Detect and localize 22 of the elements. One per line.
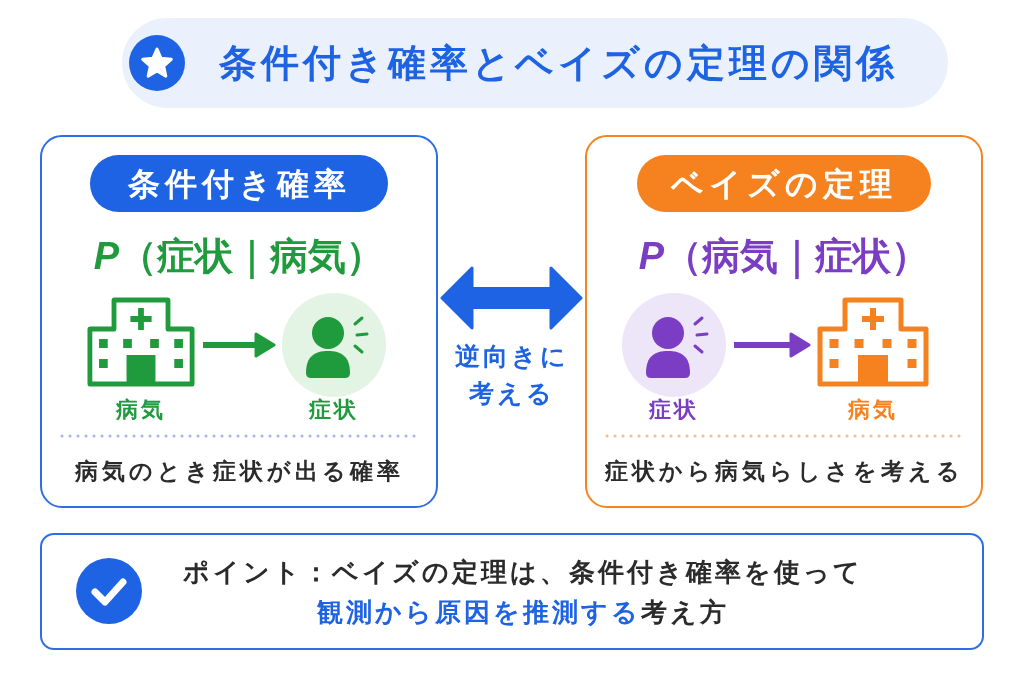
formula: P（症状｜病気） bbox=[92, 233, 386, 281]
icon-caption: 症状 bbox=[648, 396, 700, 424]
section-heading: ベイズの定理 bbox=[637, 155, 931, 212]
double-arrow bbox=[440, 266, 583, 330]
arrow bbox=[734, 332, 811, 358]
icon-caption: 病気 bbox=[115, 396, 167, 424]
hospital-icon bbox=[817, 297, 929, 387]
panel bbox=[40, 135, 438, 508]
person-icon bbox=[622, 293, 726, 397]
icon-caption: 症状 bbox=[308, 396, 360, 424]
hospital-icon bbox=[87, 297, 195, 387]
person-icon bbox=[282, 293, 386, 397]
panel bbox=[585, 135, 983, 508]
title-text: 条件付き確率とベイズの定理の関係 bbox=[219, 39, 898, 87]
arrow bbox=[203, 332, 276, 358]
icon-caption: 病気 bbox=[847, 396, 899, 424]
formula: P（病気｜症状） bbox=[637, 233, 931, 281]
section-heading: 条件付き確率 bbox=[90, 155, 388, 212]
description-text: 病気のとき症状が出る確率 bbox=[73, 457, 405, 486]
note-box bbox=[40, 533, 984, 650]
description-text: 症状から病気らしさを考える bbox=[603, 457, 965, 486]
note-text: ポイント：ベイズの定理は、条件付き確率を使って観測から原因を推測する考え方 bbox=[182, 556, 864, 629]
